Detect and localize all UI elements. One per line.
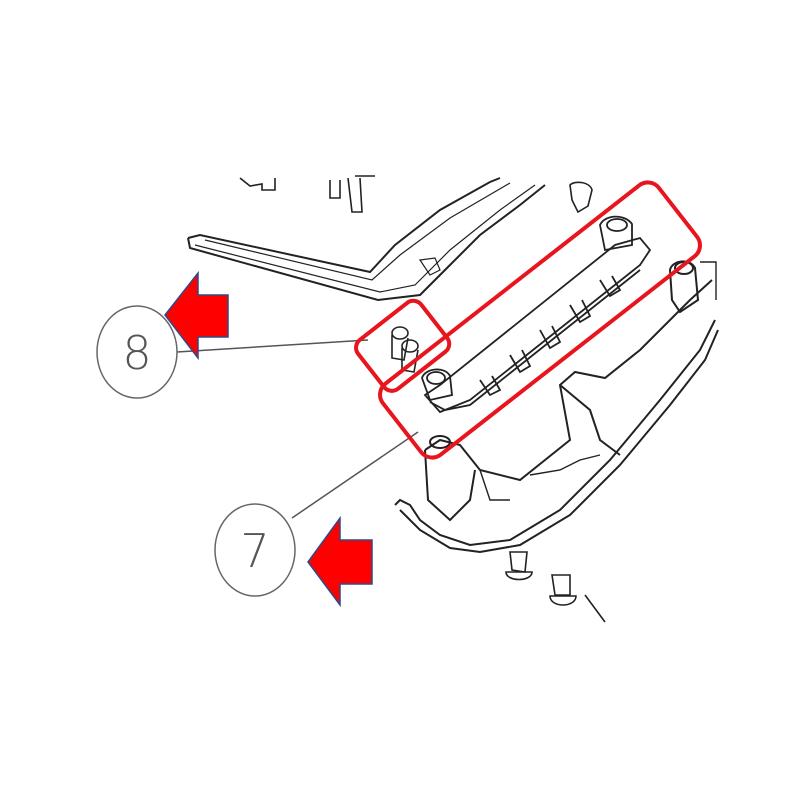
highlight-box-screws — [354, 298, 452, 393]
leader-line-7 — [291, 431, 419, 519]
screws-item-8 — [391, 326, 419, 373]
callout-8: 8 — [96, 305, 178, 399]
upper-housing-part — [187, 177, 546, 302]
callout-label-8: 8 — [122, 326, 151, 380]
screws-bottom — [505, 551, 606, 623]
highlight-box-bracket — [378, 180, 702, 460]
bracket-item-7 — [421, 215, 652, 414]
arrow-left-icon — [164, 270, 229, 361]
callout-7: 7 — [214, 503, 296, 597]
callout-label-7: 7 — [240, 524, 269, 578]
arrow-left-icon — [307, 515, 373, 608]
leader-line-8 — [176, 339, 369, 353]
pins-top — [239, 175, 593, 214]
lower-housing-part — [394, 260, 719, 554]
